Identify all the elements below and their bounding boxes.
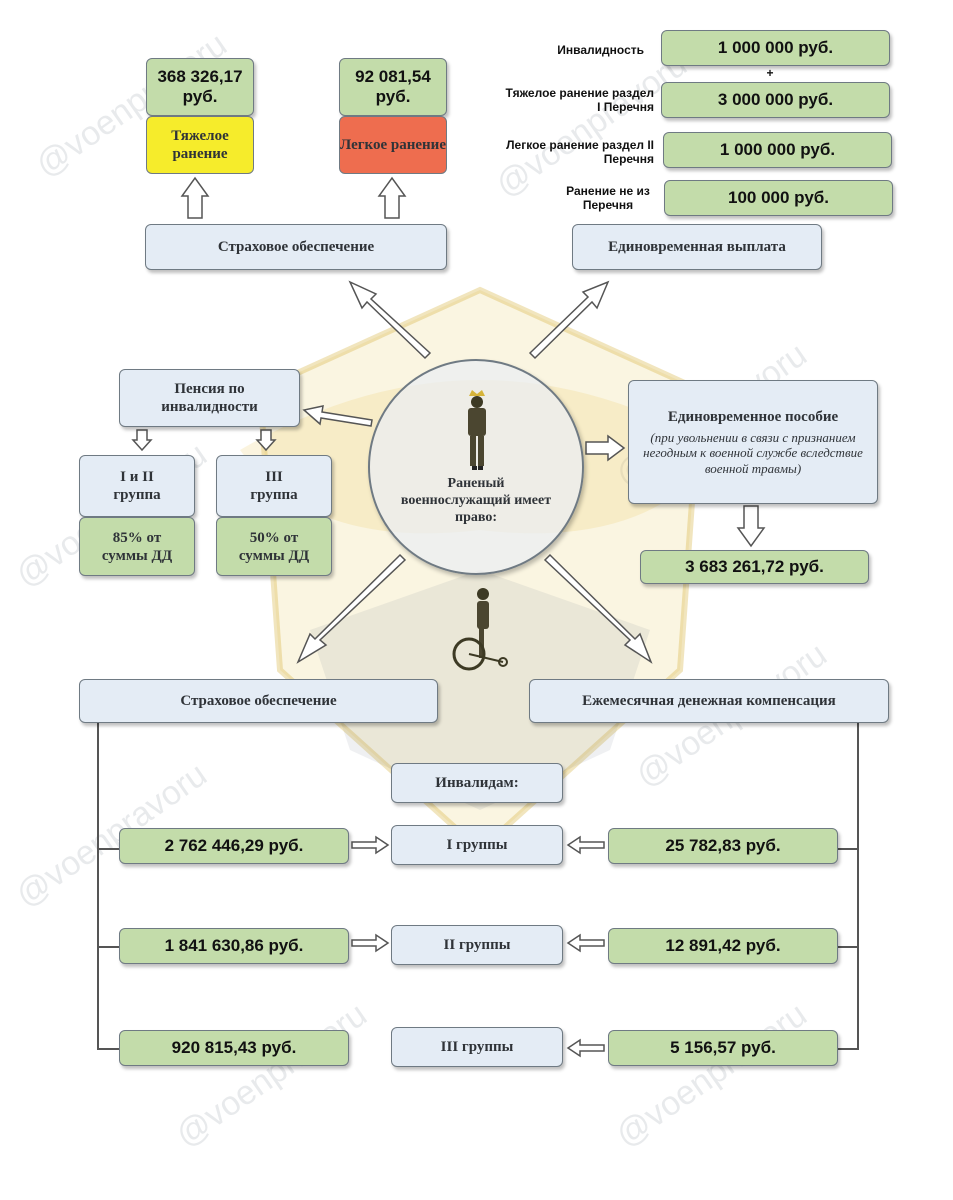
group-3-insurance-text: 920 815,43 руб. xyxy=(171,1037,297,1057)
group-1-insurance: 2 762 446,29 руб. xyxy=(119,828,349,864)
payout-row-amount-text: 3 000 000 руб. xyxy=(717,89,834,109)
heavy-wound-amount-text: 368 326,17 руб. xyxy=(157,66,243,106)
connector-line xyxy=(97,1048,119,1050)
pension-group-1-2: I и II группа xyxy=(79,455,195,517)
payout-row-amount: 3 000 000 руб. xyxy=(661,82,890,118)
insurance-bottom-title-text: Страховое обеспечение xyxy=(180,693,337,709)
payout-row-amount: 1 000 000 руб. xyxy=(663,132,892,168)
group-1-name-text: I группы xyxy=(446,837,508,853)
lump-sum-title-text: Единовременная выплата xyxy=(608,239,786,255)
connector-line xyxy=(97,848,119,850)
payout-row-amount-text: 1 000 000 руб. xyxy=(717,37,834,57)
group-3-name: III группы xyxy=(391,1027,563,1067)
group-2-name-text: II группы xyxy=(443,937,511,953)
pension-title-text: Пенсия по инвалидности xyxy=(161,381,258,415)
payout-row-amount: 100 000 руб. xyxy=(664,180,893,216)
center-text-label: Раненый военнослужащий имеет право: xyxy=(400,476,552,525)
allowance-subtitle: (при увольнении в связи с признанием нег… xyxy=(643,429,863,476)
group-2-compensation: 12 891,42 руб. xyxy=(608,928,838,964)
group-1-compensation: 25 782,83 руб. xyxy=(608,828,838,864)
connector-line xyxy=(857,722,859,1050)
group-2-insurance-text: 1 841 630,86 руб. xyxy=(164,935,304,955)
compensation-title-text: Ежемесячная денежная компенсация xyxy=(582,693,836,709)
pension-percent-1-2: 85% от суммы ДД xyxy=(79,517,195,576)
group-3-compensation-text: 5 156,57 руб. xyxy=(670,1037,776,1057)
insurance-top-title-text: Страховое обеспечение xyxy=(217,239,375,255)
connector-line xyxy=(97,722,99,1050)
heavy-wound-label: Тяжелое ранение xyxy=(146,116,254,174)
payout-row-amount-text: 1 000 000 руб. xyxy=(719,139,836,159)
pension-title: Пенсия по инвалидности xyxy=(119,369,300,427)
group-1-compensation-text: 25 782,83 руб. xyxy=(665,835,781,855)
pension-group-1-2-text: I и II группа xyxy=(113,469,161,503)
connector-line xyxy=(838,848,859,850)
payout-row-label: Ранение не из Перечня xyxy=(566,184,650,212)
compensation-title: Ежемесячная денежная компенсация xyxy=(529,679,889,723)
payout-row-amount-text: 100 000 руб. xyxy=(727,187,829,207)
light-wound-amount: 92 081,54 руб. xyxy=(339,58,447,116)
group-3-compensation: 5 156,57 руб. xyxy=(608,1030,838,1066)
disabled-header: Инвалидам: xyxy=(391,763,563,803)
payout-row-label: Легкое ранение раздел II Перечня xyxy=(506,138,654,166)
pension-percent-3: 50% от суммы ДД xyxy=(216,517,332,576)
allowance-box: Единовременное пособие (при увольнении в… xyxy=(628,380,878,504)
allowance-amount-text: 3 683 261,72 руб. xyxy=(685,556,824,576)
center-text: Раненый военнослужащий имеет право: xyxy=(400,476,552,526)
pension-percent-1-2-text: 85% от суммы ДД xyxy=(101,529,173,564)
payout-row-label: Тяжелое ранение раздел I Перечня xyxy=(505,86,654,114)
pension-percent-3-text: 50% от суммы ДД xyxy=(238,529,310,564)
soldier-icon xyxy=(468,390,486,470)
group-1-insurance-text: 2 762 446,29 руб. xyxy=(164,835,304,855)
insurance-bottom-title: Страховое обеспечение xyxy=(79,679,438,723)
insurance-top-title: Страховое обеспечение xyxy=(145,224,447,270)
group-2-name: II группы xyxy=(391,925,563,965)
lump-sum-title: Единовременная выплата xyxy=(572,224,822,270)
light-wound-label: Легкое ранение xyxy=(339,116,447,174)
light-wound-amount-text: 92 081,54 руб. xyxy=(355,66,431,106)
group-3-name-text: III группы xyxy=(440,1039,514,1055)
group-2-insurance: 1 841 630,86 руб. xyxy=(119,928,349,964)
connector-line xyxy=(838,946,859,948)
connector-line xyxy=(97,946,119,948)
group-2-compensation-text: 12 891,42 руб. xyxy=(665,935,781,955)
group-1-name: I группы xyxy=(391,825,563,865)
pension-group-3: III группа xyxy=(216,455,332,517)
allowance-title: Единовременное пособие xyxy=(667,408,839,425)
payout-row-label: Инвалидность xyxy=(557,43,644,57)
connector-line xyxy=(838,1048,859,1050)
plus-sign: + xyxy=(766,66,774,80)
allowance-amount: 3 683 261,72 руб. xyxy=(640,550,869,584)
disabled-header-text: Инвалидам: xyxy=(435,775,519,791)
heavy-wound-label-text: Тяжелое ранение xyxy=(171,128,229,162)
wheelchair-icon xyxy=(452,588,508,671)
group-3-insurance: 920 815,43 руб. xyxy=(119,1030,349,1066)
light-wound-label-text: Легкое ранение xyxy=(340,137,446,153)
heavy-wound-amount: 368 326,17 руб. xyxy=(146,58,254,116)
payout-row-amount: 1 000 000 руб. xyxy=(661,30,890,66)
pension-group-3-text: III группа xyxy=(250,469,298,503)
